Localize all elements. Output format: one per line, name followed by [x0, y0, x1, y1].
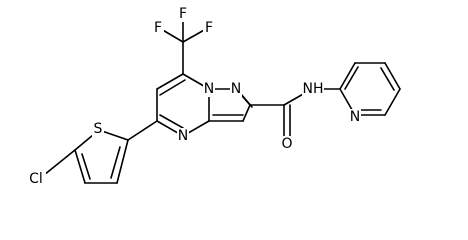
bond — [127, 120, 158, 141]
bond — [242, 104, 251, 122]
bond — [182, 28, 207, 43]
bond — [81, 153, 91, 180]
atom-n-ring-upper-right: N — [230, 81, 242, 97]
bond — [339, 62, 356, 90]
atom-label: F — [154, 20, 162, 36]
atom-n-ring-upper-left: N — [203, 81, 215, 97]
atom-label: NH — [303, 81, 324, 97]
atom-label: F — [179, 6, 187, 22]
bond — [380, 67, 395, 91]
atom-label: Cl — [29, 171, 43, 187]
atom-label: F — [205, 20, 213, 36]
atom-s-thiophene: S — [92, 121, 104, 137]
atom-o-carbonyl: O — [281, 136, 293, 152]
atom-n-ring-lower: N — [177, 128, 189, 144]
bond — [384, 62, 401, 90]
bond — [384, 88, 401, 116]
atom-f-top: F — [177, 6, 189, 22]
atom-nh-amide: NH — [302, 81, 324, 97]
bond — [159, 114, 184, 129]
molecule-structure-canvas: F F F N N N NH O — [26, 6, 401, 187]
bond — [344, 66, 359, 90]
atom-f-right: F — [203, 20, 215, 36]
atom-label: N — [350, 109, 360, 125]
atom-label: S — [94, 121, 103, 137]
atom-n-pyridine: N — [349, 109, 361, 125]
bond — [74, 149, 86, 184]
atom-f-left: F — [152, 20, 164, 36]
bond — [156, 73, 184, 90]
bond — [159, 79, 186, 96]
bond — [43, 149, 76, 176]
atom-label: N — [178, 128, 188, 144]
bond-lines — [43, 9, 401, 184]
atom-label: O — [281, 136, 292, 152]
bond — [160, 28, 184, 43]
atom-label: N — [204, 81, 214, 97]
bond — [116, 139, 129, 184]
bond — [110, 146, 121, 179]
atom-label: N — [231, 81, 241, 97]
molecule-structure: F F F N N N NH O — [26, 6, 401, 187]
atom-labels: F F F N N N NH O — [26, 6, 361, 187]
atom-cl: Cl — [26, 171, 46, 187]
